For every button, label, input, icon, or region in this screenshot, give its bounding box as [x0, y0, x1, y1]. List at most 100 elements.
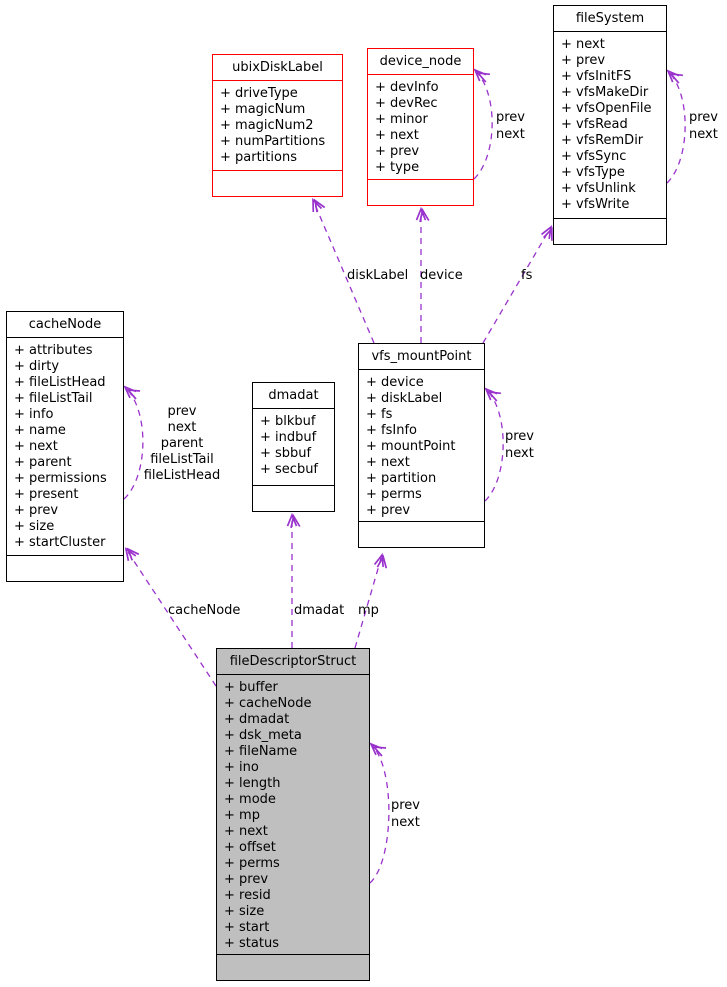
class-field: + vfsOpenFile	[561, 101, 652, 116]
class-field: + perms	[224, 856, 280, 871]
class-field: + mountPoint	[366, 439, 456, 454]
class-box-fileSystem[interactable]: fileSystem+ next+ prev+ vfsInitFS+ vfsMa…	[553, 5, 667, 245]
class-name: fileDescriptorStruct	[217, 649, 369, 675]
class-field: + device	[366, 375, 424, 390]
class-name: vfs_mountPoint	[359, 344, 484, 370]
class-field: + vfsType	[561, 165, 625, 180]
edge-label-vfs_mountPoint-self: prev next	[505, 428, 534, 462]
edge-cacheNode	[125, 548, 217, 687]
edge-arrowhead-diskLabel	[312, 197, 323, 213]
class-box-dmadat[interactable]: dmadat+ blkbuf+ indbuf+ sbbuf+ secbuf	[252, 382, 335, 512]
edge-label-device: device	[420, 268, 463, 283]
class-name: cacheNode	[7, 312, 123, 338]
edge-arrowhead-device	[415, 206, 427, 221]
class-field: + size	[14, 519, 55, 534]
class-field: + ino	[224, 760, 259, 775]
class-field: + permissions	[14, 471, 107, 486]
edge-arrowhead2-device	[419, 207, 430, 223]
edge-arrowhead-fs	[540, 225, 553, 240]
class-methods-compartment	[217, 954, 369, 980]
edge-label-line: next	[505, 446, 534, 461]
edge-fileSystem-self	[666, 70, 686, 184]
class-field: + buffer	[224, 680, 278, 695]
edge-arrowhead2-mp	[376, 554, 388, 569]
class-field: + secbuf	[260, 462, 319, 477]
edge-arrowhead-mp	[373, 552, 385, 567]
class-field: + devInfo	[375, 80, 439, 95]
class-name: dmadat	[253, 383, 334, 409]
edge-arrowhead2-fs	[542, 226, 553, 241]
class-fields-compartment: + attributes+ dirty+ fileListHead+ fileL…	[7, 338, 123, 555]
edge-fs	[482, 226, 552, 344]
class-methods-compartment	[359, 521, 484, 547]
class-methods-compartment	[7, 555, 123, 581]
class-field: + next	[366, 455, 410, 470]
edge-label-line: next	[496, 127, 525, 142]
class-name: device_node	[368, 49, 473, 75]
class-box-vfs_mountPoint[interactable]: vfs_mountPoint+ device+ diskLabel+ fs+ f…	[358, 343, 485, 548]
edge-label-line: prev	[689, 110, 719, 125]
class-field: + fileListHead	[14, 375, 106, 390]
edge-arrowhead-cacheNode	[124, 547, 137, 561]
class-field: + next	[561, 37, 605, 52]
class-fields-compartment: + buffer+ cacheNode+ dmadat+ dsk_meta+ f…	[217, 675, 369, 954]
edge-arrowhead2-fileSystem-self	[668, 72, 683, 84]
edge-arrowhead-dmadat	[286, 512, 298, 527]
class-field: + next	[375, 128, 419, 143]
class-field: + fileListTail	[14, 391, 93, 406]
class-field: + magicNum2	[220, 118, 314, 133]
class-field: + fileName	[224, 744, 298, 759]
edge-label-line: fileListHead	[143, 468, 221, 483]
class-field: + dsk_meta	[224, 728, 302, 743]
edge-arrowhead2-dmadat	[290, 513, 301, 529]
edge-label-diskLabel: diskLabel	[347, 268, 409, 283]
edge-arrowhead2-vfs_mountPoint-self	[486, 390, 501, 402]
class-field: + present	[14, 487, 79, 502]
class-field: + vfsMakeDir	[561, 85, 649, 100]
class-field: + next	[14, 439, 58, 454]
class-field: + info	[14, 407, 54, 422]
class-field: + name	[14, 423, 66, 438]
class-field: + perms	[366, 487, 422, 502]
class-box-fileDescriptorStruct[interactable]: fileDescriptorStruct+ buffer+ cacheNode+…	[216, 648, 370, 981]
class-box-ubixDiskLabel[interactable]: ubixDiskLabel+ driveType+ magicNum+ magi…	[212, 54, 343, 197]
edge-label-line: fileListTail	[150, 452, 214, 467]
edge-label-line: parent	[160, 436, 204, 451]
class-field: + vfsRead	[561, 117, 628, 132]
class-field: + fs	[366, 407, 393, 422]
class-methods-compartment	[253, 485, 334, 511]
class-field: + status	[224, 936, 279, 951]
class-field: + dmadat	[224, 712, 290, 727]
class-fields-compartment: + blkbuf+ indbuf+ sbbuf+ secbuf	[253, 409, 334, 485]
class-field: + offset	[224, 840, 276, 855]
edge-label-line: prev	[167, 404, 197, 419]
edge-fileDescriptorStruct-self	[369, 743, 390, 884]
edge-arrowhead2-fileDescriptorStruct-self	[371, 745, 387, 757]
class-field: + length	[224, 776, 281, 791]
class-field: + vfsInitFS	[561, 69, 632, 84]
class-fields-compartment: + next+ prev+ vfsInitFS+ vfsMakeDir+ vfs…	[554, 32, 666, 218]
class-field: + attributes	[14, 343, 93, 358]
class-field: + minor	[375, 112, 428, 127]
class-box-cacheNode[interactable]: cacheNode+ attributes+ dirty+ fileListHe…	[6, 311, 124, 582]
class-field: + prev	[561, 53, 606, 68]
class-field: + prev	[366, 503, 411, 518]
edge-cacheNode-self	[123, 386, 144, 500]
edge-device_node-self	[473, 69, 493, 180]
class-field: + indbuf	[260, 430, 317, 445]
class-field: + type	[375, 160, 420, 175]
class-field: + driveType	[220, 86, 298, 101]
class-fields-compartment: + device+ diskLabel+ fs+ fsInfo+ mountPo…	[359, 370, 484, 521]
class-field: + partition	[366, 471, 437, 486]
class-field: + vfsRemDir	[561, 133, 644, 148]
edge-arrowhead2-cacheNode-self	[125, 388, 141, 400]
edge-label-line: prev	[505, 429, 535, 444]
edge-arrowhead2-cacheNode	[126, 547, 140, 561]
class-methods-compartment	[368, 179, 473, 205]
class-box-device_node[interactable]: device_node+ devInfo+ devRec+ minor+ nex…	[367, 48, 474, 206]
class-methods-compartment	[554, 218, 666, 244]
class-name: fileSystem	[554, 6, 666, 32]
